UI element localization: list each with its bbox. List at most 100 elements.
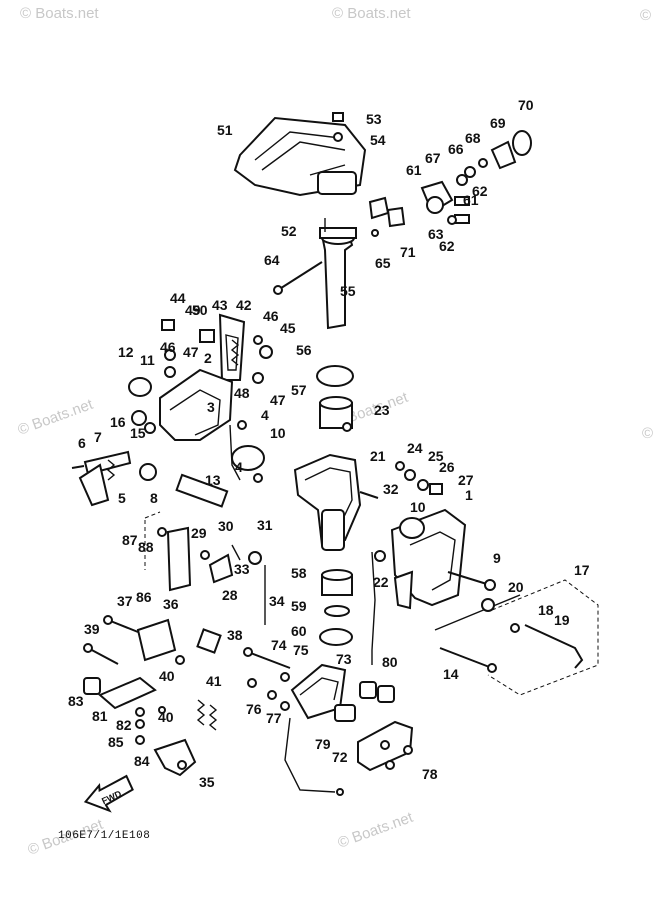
part-number-label: 85: [108, 734, 124, 750]
part-number-label: 82: [116, 717, 132, 733]
part-number-label: 57: [291, 382, 307, 398]
small-pins: [158, 706, 166, 714]
part-number-label: 19: [554, 612, 570, 628]
part-number-label: 69: [490, 115, 506, 131]
part-number-label: 24: [407, 440, 423, 456]
clamp-bracket-left: [128, 368, 234, 441]
lower-left-brackets: [83, 615, 222, 665]
part-number-label: 52: [281, 223, 297, 239]
part-number-label: 12: [118, 344, 134, 360]
part-number-label: 72: [332, 749, 348, 765]
clamp-bracket-right: [374, 508, 496, 610]
watermark: © Boats.net: [20, 5, 99, 22]
part-number-label: 43: [212, 297, 228, 313]
part-number-label: 5: [118, 490, 126, 506]
tilt-rod: [434, 594, 521, 673]
part-number-label: 66: [448, 141, 464, 157]
rubber-pads: [334, 681, 414, 772]
part-number-label: 78: [422, 766, 438, 782]
part-number-label: 28: [222, 587, 238, 603]
part-number-label: 20: [508, 579, 524, 595]
part-number-label: 33: [234, 561, 250, 577]
bolts-right: [359, 461, 443, 499]
part-number-label: 9: [493, 550, 501, 566]
part-number-label: 8: [150, 490, 158, 506]
part-number-label: 14: [443, 666, 459, 682]
part-number-label: 59: [291, 598, 307, 614]
part-number-label: 40: [158, 709, 174, 725]
part-number-label: 10: [270, 425, 286, 441]
part-number-label: 15: [130, 425, 146, 441]
watermark-edge: ©: [640, 7, 651, 24]
tilt-lever-group: [144, 511, 262, 592]
part-number-label: 29: [191, 525, 207, 541]
part-number-label: 7: [94, 429, 102, 445]
direction-arrow: FWD: [83, 774, 134, 813]
part-number-label: 79: [315, 736, 331, 752]
part-number-label: 1: [465, 487, 473, 503]
part-number-label: 31: [257, 517, 273, 533]
part-number-label: 35: [199, 774, 215, 790]
part-number-label: 55: [340, 283, 356, 299]
part-number-label: 71: [400, 244, 416, 260]
lower-bushings: [319, 569, 353, 646]
part-number-label: 67: [425, 150, 441, 166]
part-number-label: 22: [373, 574, 389, 590]
part-number-label: 37: [117, 593, 133, 609]
part-number-label: 45: [280, 320, 296, 336]
part-number-label: 68: [465, 130, 481, 146]
part-number-label: 58: [291, 565, 307, 581]
part-number-label: 10: [410, 499, 426, 515]
part-number-label: 60: [291, 623, 307, 639]
watermark: © Boats.net: [336, 809, 416, 852]
steering-shaft: [319, 218, 357, 330]
part-number-label: 11: [140, 352, 155, 368]
part-number-label: 84: [134, 753, 150, 769]
part-number-label: 86: [136, 589, 152, 605]
part-number-label: 56: [296, 342, 312, 358]
part-number-label: 81: [92, 708, 108, 724]
part-number-label: 77: [266, 710, 282, 726]
part-number-label: 51: [217, 122, 233, 138]
part-number-label: 44: [170, 290, 186, 306]
part-number-label: 49: [185, 302, 201, 318]
drawing-code: 106E7/1/1E108: [58, 830, 151, 842]
tilt-lock-mount: [243, 647, 347, 720]
part-number-label: 3: [207, 399, 215, 415]
part-number-label: 38: [227, 627, 243, 643]
part-number-label: 80: [382, 654, 398, 670]
watermark: © Boats.net: [332, 5, 411, 22]
bolt-63: [273, 261, 323, 295]
part-number-label: 25: [428, 448, 444, 464]
part-number-label: 88: [138, 539, 154, 555]
part-number-label: 62: [439, 238, 455, 254]
watermark: © Boats.net: [16, 396, 96, 439]
tilt-pin-group: [481, 579, 599, 696]
part-number-label: 63: [428, 226, 444, 242]
part-number-label: 76: [246, 701, 262, 717]
part-number-label: 40: [159, 668, 175, 684]
part-number-label: 87: [122, 532, 138, 548]
part-number-label: 74: [271, 637, 287, 653]
part-number-label: 21: [370, 448, 386, 464]
part-number-label: 16: [110, 414, 126, 430]
part-number-label: 26: [439, 459, 455, 475]
part-number-label: 75: [293, 642, 309, 658]
cables: [229, 424, 376, 796]
part-number-label: 34: [269, 593, 285, 609]
part-number-label: 41: [206, 673, 222, 689]
part-number-label: 17: [574, 562, 590, 578]
upper-left-brackets: [161, 313, 273, 384]
part-number-label: 18: [538, 602, 554, 618]
part-number-label: 6: [78, 435, 86, 451]
part-number-label: 47: [183, 344, 199, 360]
part-number-label: 61: [406, 162, 422, 178]
part-number-label: 48: [234, 385, 250, 401]
part-number-label: 27: [458, 472, 474, 488]
clamp-screw: [71, 450, 157, 507]
lever-80: [83, 676, 157, 745]
friction-cluster: [368, 130, 532, 237]
bushings: [316, 365, 354, 432]
part-number-label: 73: [336, 651, 352, 667]
